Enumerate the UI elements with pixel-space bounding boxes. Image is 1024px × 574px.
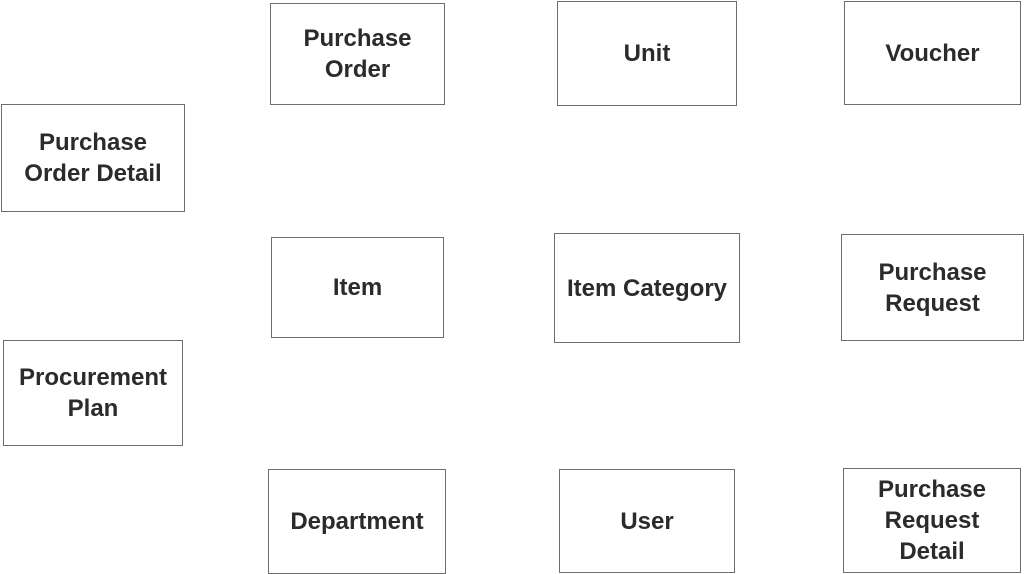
entity-label: Department [290,508,424,535]
entity-label: Voucher [885,39,980,67]
entity-label: Unit [623,40,671,67]
entity-label: Purchase Order [303,25,412,83]
entity-label: Procurement Plan [18,364,168,422]
entity-item: Item [271,237,444,338]
entity-purchase-request-detail: Purchase Request Detail [843,468,1021,573]
entity-purchase-order: Purchase Order [270,3,445,105]
entity-purchase-order-detail: Purchase Order Detail [1,104,185,212]
entity-purchase-request: Purchase Request [841,234,1024,341]
entity-label: Purchase Order Detail [24,129,162,187]
entity-procurement-plan: Procurement Plan [3,340,183,446]
entity-user: User [559,469,735,573]
entity-label: Item [332,274,383,301]
entity-label: User [620,507,674,535]
entity-voucher: Voucher [844,1,1021,105]
entity-item-category: Item Category [554,233,740,343]
entity-label: Purchase Request [878,258,987,317]
entity-department: Department [268,469,446,574]
entity-label: Purchase Request Detail [877,476,987,565]
entity-label: Item Category [566,274,728,302]
entity-unit: Unit [557,1,737,106]
